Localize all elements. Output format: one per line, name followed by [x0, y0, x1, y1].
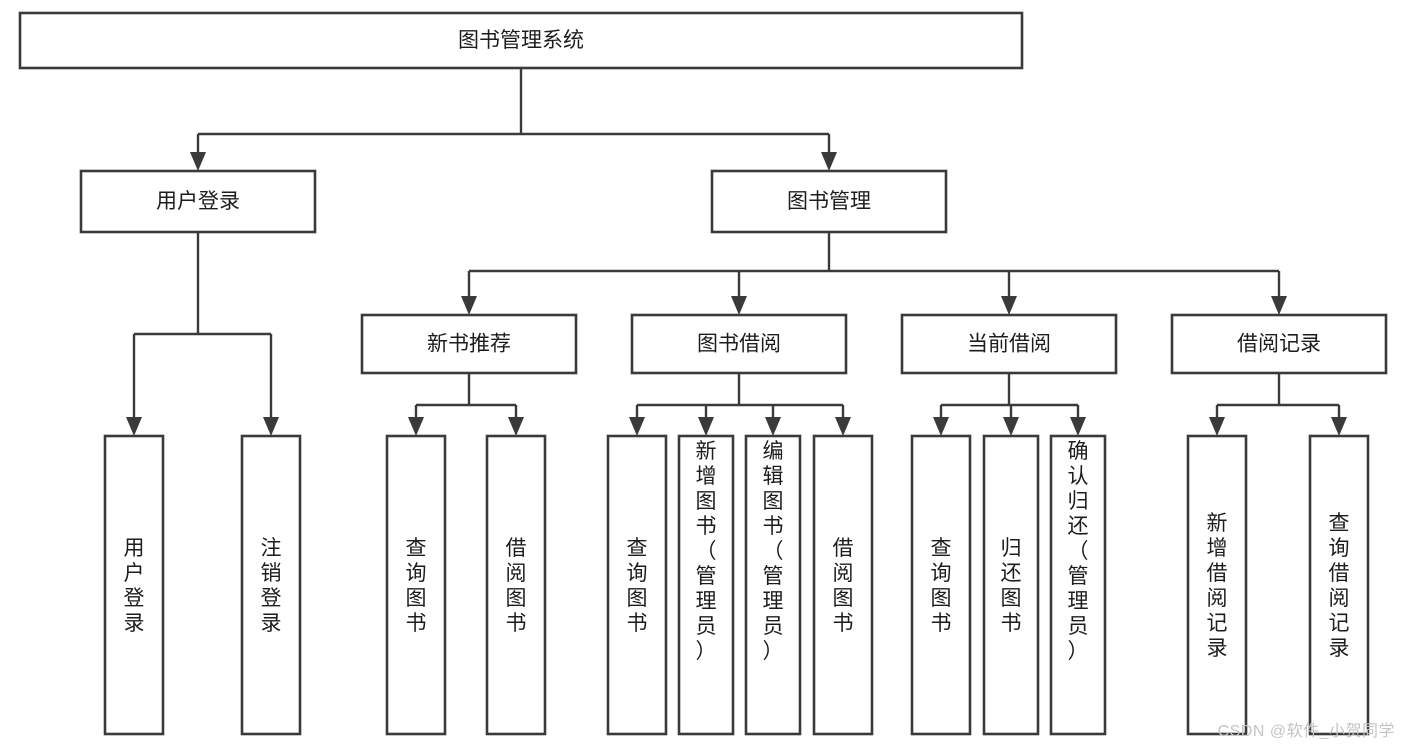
node-layer: 图书管理系统用户登录图书管理新书推荐图书借阅当前借阅借阅记录用户登录注销登录查询… [18, 11, 1388, 736]
node-leaf-borrow-book-rec[interactable]: 借阅图书 [485, 434, 547, 736]
connector-layer [126, 68, 1347, 436]
node-box-leaf-query-book-borrow [606, 434, 668, 736]
node-label-current-borrow: 当前借阅 [967, 333, 1051, 356]
node-leaf-add-book[interactable]: 新增图书（管理员） [677, 434, 735, 736]
node-box-borrow-record [1170, 313, 1388, 375]
node-user-login[interactable]: 用户登录 [79, 169, 317, 234]
node-box-user-login [79, 169, 317, 234]
user-login-branch-0-arrowhead [126, 417, 142, 436]
node-leaf-edit-book[interactable]: 编辑图书（管理员） [744, 434, 802, 736]
node-leaf-query-book-current[interactable]: 查询图书 [910, 434, 972, 736]
node-box-leaf-query-book-current [910, 434, 972, 736]
node-leaf-user-logout[interactable]: 注销登录 [240, 434, 302, 736]
node-book-borrow[interactable]: 图书借阅 [630, 313, 848, 375]
node-label-root: 图书管理系统 [458, 29, 584, 52]
node-label-user-login: 用户登录 [156, 190, 240, 213]
book-borrow-branch-3-arrowhead [835, 417, 851, 436]
current-borrow-branch-1-arrowhead [1003, 417, 1019, 436]
book-borrow-branch-1-arrowhead [698, 417, 714, 436]
node-box-leaf-return-book [982, 434, 1040, 736]
node-leaf-borrow-book[interactable]: 借阅图书 [812, 434, 874, 736]
node-box-leaf-user-logout [240, 434, 302, 736]
node-label-leaf-add-borrow-record: 新增借阅记录 [1207, 512, 1228, 660]
node-box-leaf-borrow-book [812, 434, 874, 736]
book-borrow-branch-2-arrowhead [765, 417, 781, 436]
node-box-root [18, 11, 1024, 70]
node-box-book-borrow [630, 313, 848, 375]
node-label-leaf-user-login: 用户登录 [124, 537, 145, 635]
node-label-leaf-borrow-book-rec: 借阅图书 [506, 537, 527, 635]
root-branch-0-arrowhead [190, 152, 206, 171]
node-label-book-borrow: 图书借阅 [697, 333, 781, 356]
node-label-leaf-query-borrow-record: 查询借阅记录 [1329, 512, 1350, 660]
node-box-leaf-add-borrow-record [1186, 434, 1248, 736]
current-borrow-branch-2-arrowhead [1070, 417, 1086, 436]
node-box-leaf-user-login [103, 434, 165, 736]
node-label-book-manage: 图书管理 [787, 190, 871, 213]
node-label-leaf-query-book-rec: 查询图书 [406, 537, 427, 635]
node-label-leaf-edit-book: 编辑图书（管理员） [763, 440, 784, 663]
node-label-leaf-user-logout: 注销登录 [261, 537, 282, 635]
node-box-current-borrow [900, 313, 1118, 375]
node-book-manage[interactable]: 图书管理 [710, 169, 948, 234]
node-label-leaf-return-book: 归还图书 [1001, 537, 1022, 635]
node-label-leaf-borrow-book: 借阅图书 [833, 537, 854, 635]
node-leaf-query-borrow-record[interactable]: 查询借阅记录 [1308, 434, 1370, 736]
node-leaf-confirm-return[interactable]: 确认归还（管理员） [1049, 434, 1107, 736]
borrow-record-branch-1-arrowhead [1331, 417, 1347, 436]
node-box-leaf-query-borrow-record [1308, 434, 1370, 736]
node-leaf-user-login[interactable]: 用户登录 [103, 434, 165, 736]
node-current-borrow[interactable]: 当前借阅 [900, 313, 1118, 375]
node-box-leaf-edit-book [744, 434, 802, 736]
node-box-book-manage [710, 169, 948, 234]
node-label-leaf-query-book-current: 查询图书 [931, 537, 952, 635]
node-label-new-book-recommend: 新书推荐 [427, 333, 511, 356]
node-label-leaf-add-book: 新增图书（管理员） [696, 440, 717, 663]
current-borrow-branch-0-arrowhead [933, 417, 949, 436]
user-login-branch-1-arrowhead [263, 417, 279, 436]
borrow-record-branch-0-arrowhead [1209, 417, 1225, 436]
node-box-leaf-borrow-book-rec [485, 434, 547, 736]
node-borrow-record[interactable]: 借阅记录 [1170, 313, 1388, 375]
node-label-leaf-query-book-borrow: 查询图书 [627, 537, 648, 635]
new-book-recommend-branch-1-arrowhead [508, 417, 524, 436]
new-book-recommend-branch-0-arrowhead [408, 417, 424, 436]
book-manage-branch-3-arrowhead [1271, 296, 1287, 315]
node-root[interactable]: 图书管理系统 [18, 11, 1024, 70]
node-leaf-return-book[interactable]: 归还图书 [982, 434, 1040, 736]
node-leaf-query-book-rec[interactable]: 查询图书 [385, 434, 447, 736]
node-label-leaf-confirm-return: 确认归还（管理员） [1068, 440, 1089, 663]
node-box-leaf-confirm-return [1049, 434, 1107, 736]
root-branch-1-arrowhead [821, 152, 837, 171]
book-manage-branch-0-arrowhead [461, 296, 477, 315]
book-manage-branch-1-arrowhead [731, 296, 747, 315]
book-borrow-branch-0-arrowhead [629, 417, 645, 436]
node-label-borrow-record: 借阅记录 [1237, 333, 1321, 356]
node-box-leaf-add-book [677, 434, 735, 736]
node-new-book-recommend[interactable]: 新书推荐 [360, 313, 578, 375]
node-leaf-add-borrow-record[interactable]: 新增借阅记录 [1186, 434, 1248, 736]
node-leaf-query-book-borrow[interactable]: 查询图书 [606, 434, 668, 736]
node-box-leaf-query-book-rec [385, 434, 447, 736]
book-manage-branch-2-arrowhead [1001, 296, 1017, 315]
node-box-new-book-recommend [360, 313, 578, 375]
